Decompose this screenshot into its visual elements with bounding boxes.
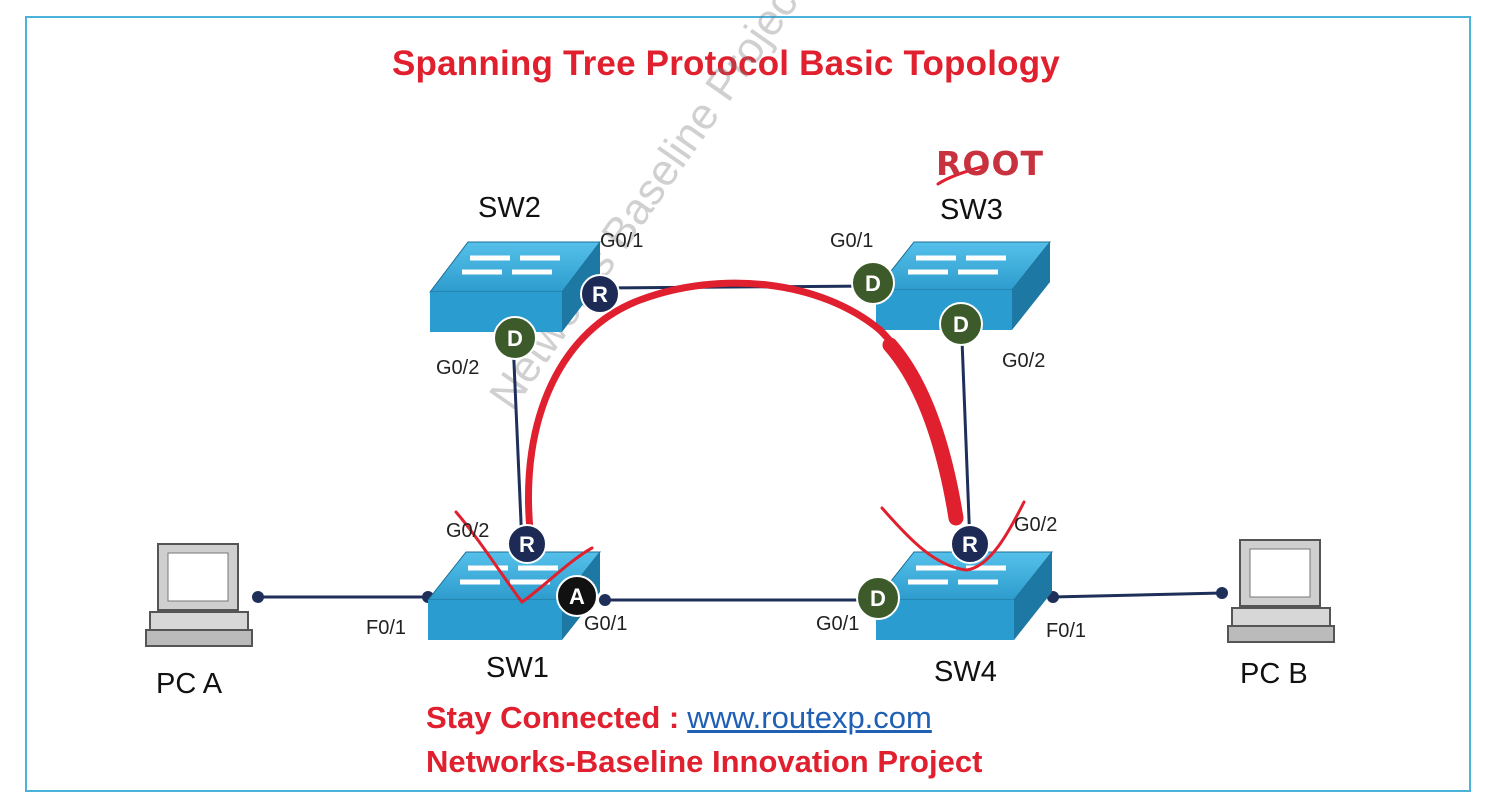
svg-text:D: D	[865, 271, 881, 296]
port-label-sw1-g02: G0/2	[446, 520, 490, 542]
link-endpoint	[1216, 587, 1228, 599]
switch-sw1-icon	[426, 551, 602, 640]
website-link[interactable]: www.routexp.com	[687, 700, 932, 735]
link-endpoint	[252, 591, 264, 603]
switch-sw3-icon	[874, 241, 1052, 330]
port-label-sw3-g01: G0/1	[830, 230, 874, 252]
port-role-badge-sw4-g01: D	[856, 576, 900, 620]
svg-text:A: A	[569, 584, 585, 609]
footer-project-name: Networks-Baseline Innovation Project	[426, 744, 983, 779]
port-label-sw1-f01: F0/1	[366, 617, 407, 639]
switch-sw1-label: SW1	[486, 652, 549, 684]
stay-connected-text: Stay Connected :	[426, 700, 680, 735]
port-role-badge-sw1-g01: A	[556, 575, 598, 617]
port-role-badge-sw3-g01: D	[851, 261, 895, 305]
switch-sw2-icon	[428, 241, 602, 332]
annotation-tick-sw4	[880, 500, 1026, 572]
port-label-sw3-g02: G0/2	[1002, 350, 1046, 372]
switch-sw3-label: SW3	[940, 194, 1003, 226]
svg-text:R: R	[519, 532, 535, 557]
annotation-path-arc-thick	[882, 337, 964, 526]
port-role-badge-sw4-g02: R	[950, 524, 990, 564]
pc-a-icon	[145, 543, 253, 647]
port-label-sw4-f01: F0/1	[1046, 620, 1087, 642]
root-bridge-label: ROOT	[936, 144, 1045, 183]
switch-sw2-label: SW2	[478, 192, 541, 224]
svg-text:D: D	[870, 586, 886, 611]
annotation-tick-sw1	[454, 510, 594, 605]
svg-text:R: R	[962, 532, 978, 557]
svg-text:D: D	[953, 312, 969, 337]
port-label-sw4-g01: G0/1	[816, 613, 860, 635]
link-sw4-pcb	[1051, 591, 1223, 599]
switch-sw4-label: SW4	[934, 656, 997, 688]
port-role-badge-sw2-g02: D	[493, 316, 537, 360]
port-label-sw1-g01: G0/1	[584, 613, 628, 635]
pc-a-label: PC A	[156, 668, 223, 700]
svg-text:R: R	[592, 282, 608, 307]
port-role-badge-sw3-g02: D	[939, 302, 983, 346]
port-role-badge-sw1-g02: R	[507, 524, 547, 564]
port-label-sw2-g02: G0/2	[436, 357, 480, 379]
switch-sw4-icon	[874, 551, 1054, 640]
link-endpoint	[599, 594, 611, 606]
port-label-sw4-g02: G0/2	[1014, 514, 1058, 536]
pc-b-icon	[1227, 539, 1335, 643]
footer-stay-connected: Stay Connected :www.routexp.com	[426, 700, 932, 736]
svg-text:D: D	[507, 326, 523, 351]
link-sw2-sw1	[511, 339, 524, 546]
port-role-badge-sw2-g01: R	[580, 274, 620, 314]
pc-b-label: PC B	[1240, 658, 1308, 690]
diagram-frame	[25, 16, 1471, 792]
port-label-sw2-g01: G0/1	[600, 230, 644, 252]
link-sw2-sw3	[599, 284, 875, 290]
diagram-title: Spanning Tree Protocol Basic Topology	[392, 44, 1060, 83]
annotation-root-arrow	[936, 164, 987, 186]
link-sw3-sw4	[960, 339, 972, 546]
links	[252, 284, 1228, 606]
